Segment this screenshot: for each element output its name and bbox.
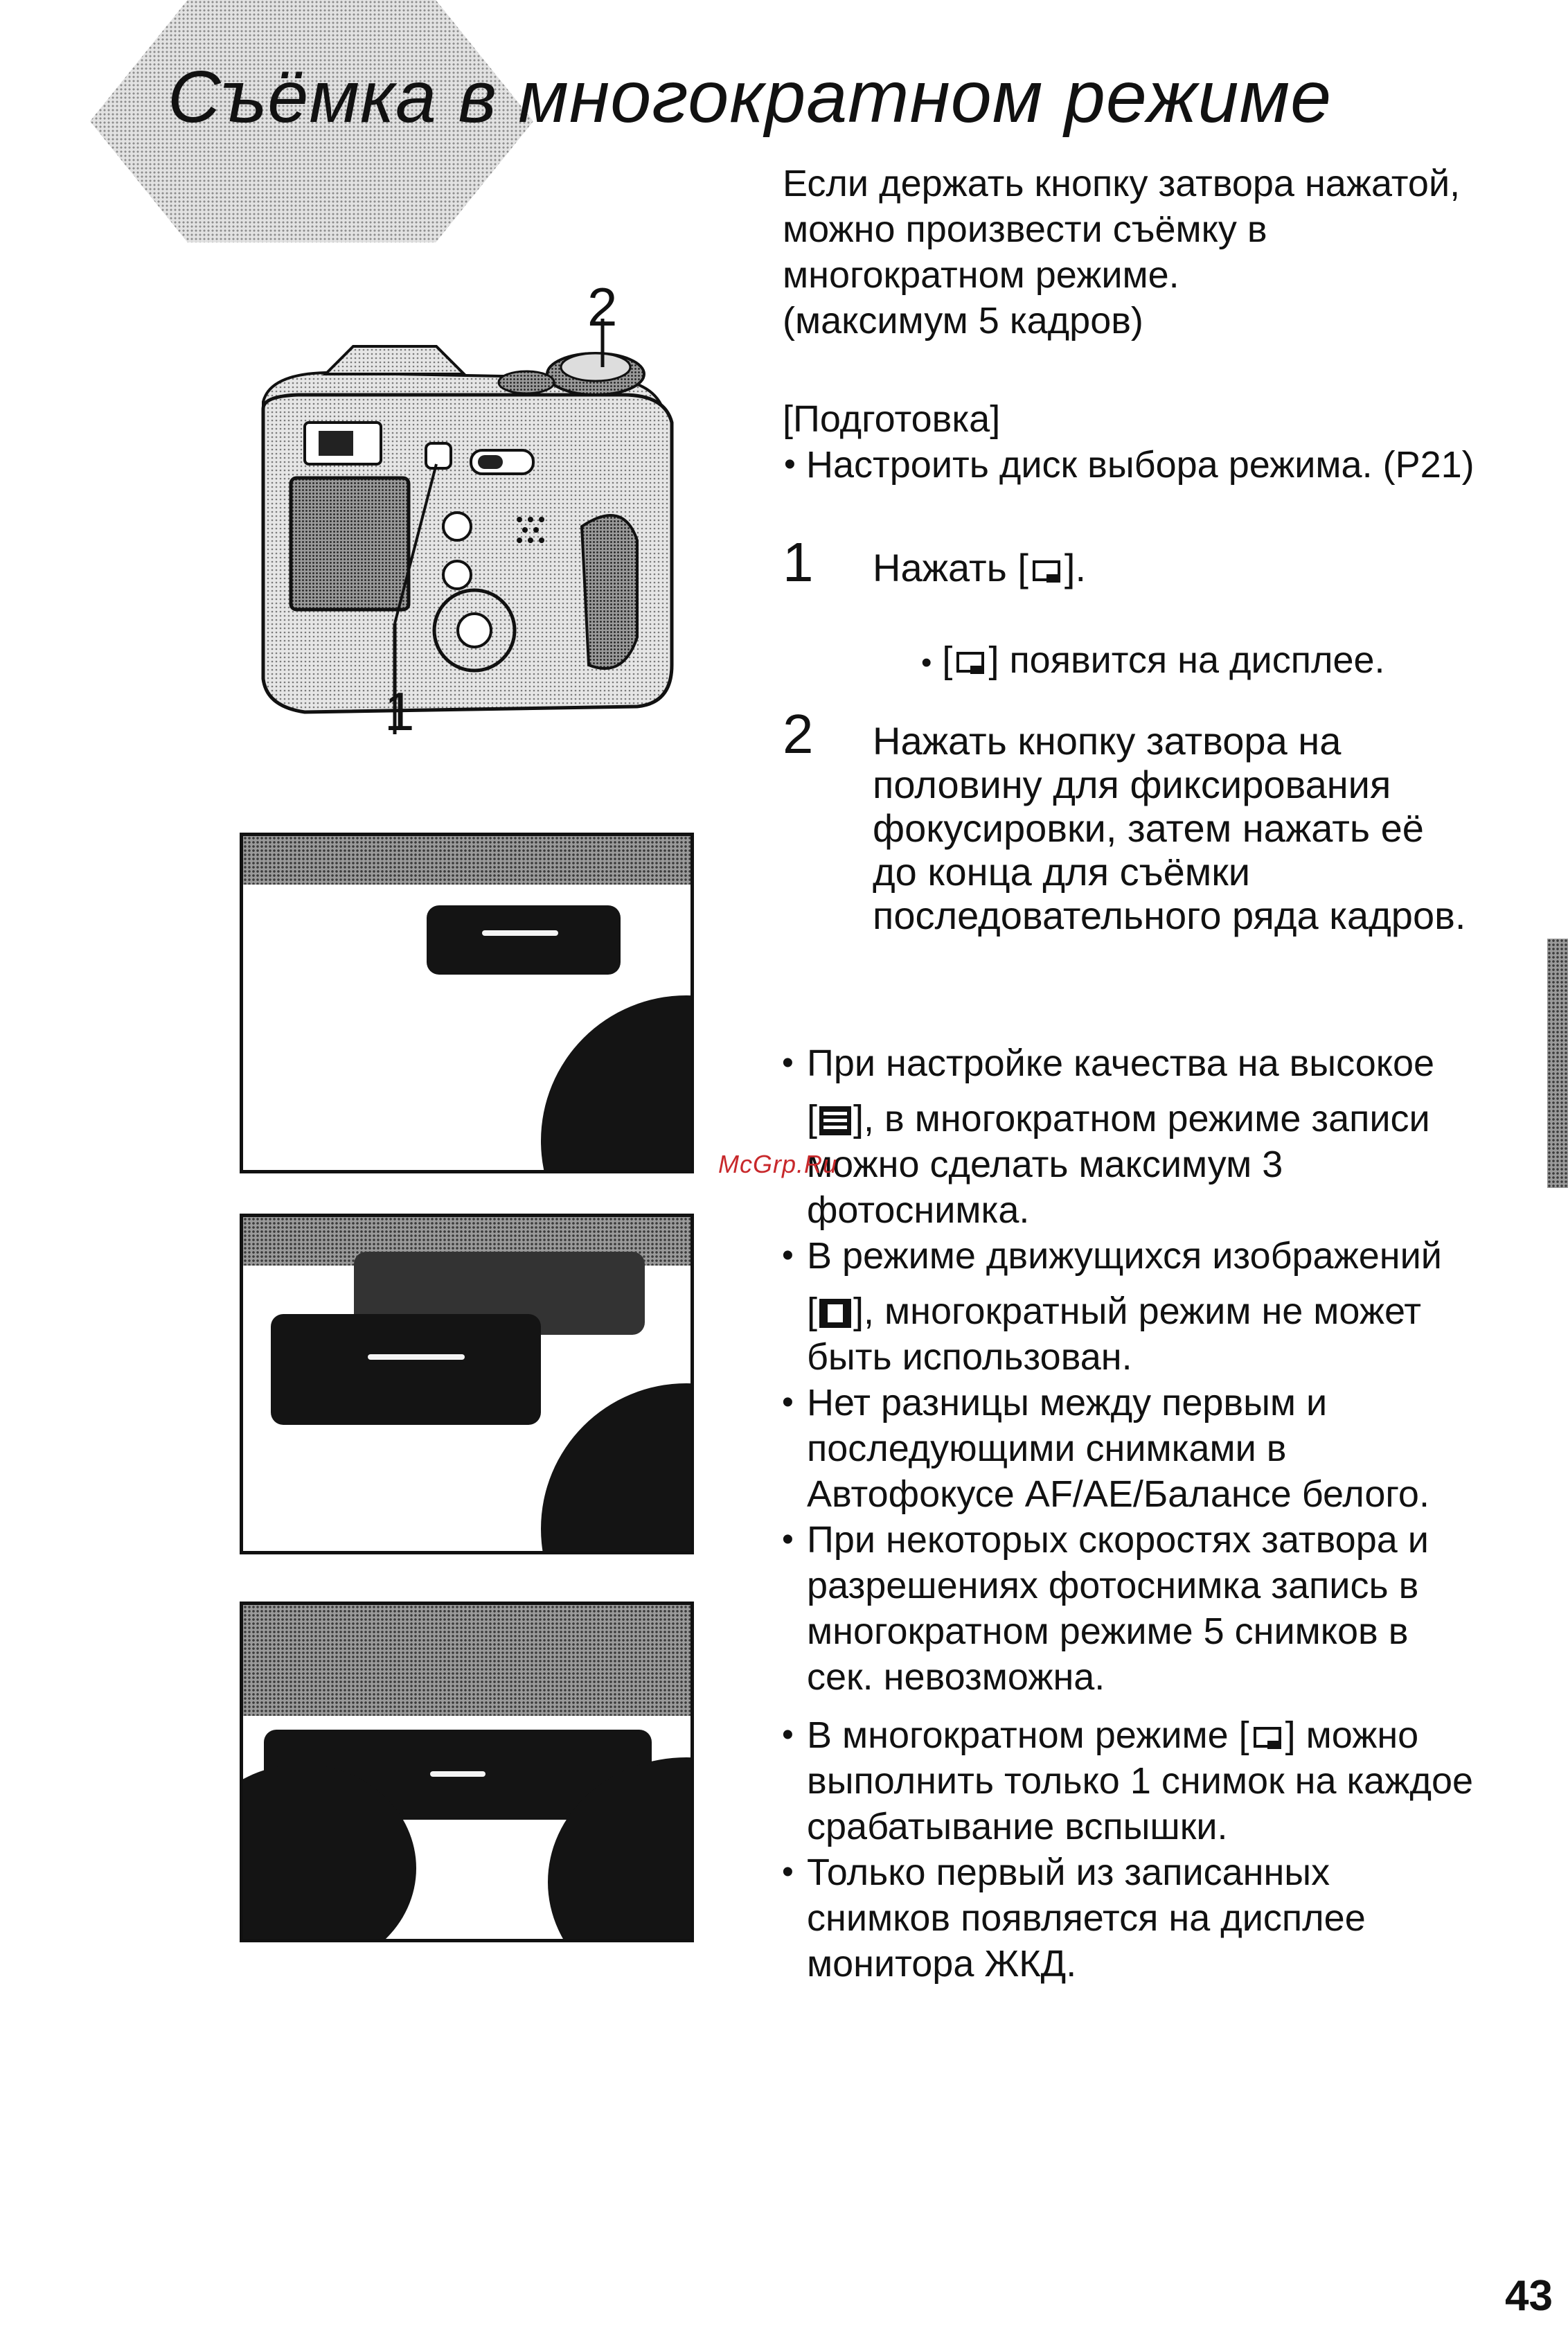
high-quality-icon — [819, 1106, 852, 1135]
step-line: последовательного ряда кадров. — [873, 894, 1466, 937]
burst-frame-3 — [240, 1602, 694, 1942]
frame-top-band — [243, 836, 691, 885]
note-item: В режиме движущихся изображений [], мног… — [779, 1233, 1541, 1380]
note-line: быть использован. — [807, 1336, 1132, 1378]
note-line: последующими снимками в — [807, 1428, 1287, 1469]
note-line: разрешениях фотоснимка запись в — [807, 1565, 1419, 1606]
note-line: При некоторых скоростях затвора и — [807, 1519, 1429, 1561]
shadow-shape — [541, 1383, 691, 1551]
note-line: монитора ЖКД. — [807, 1943, 1077, 1985]
preparation-bullet: Настроить диск выбора режима. (P21) — [781, 442, 1475, 488]
burst-mode-icon — [955, 650, 986, 675]
intro-line: (максимум 5 кадров) — [783, 300, 1143, 341]
race-car — [271, 1314, 541, 1425]
side-tab-marker — [1547, 939, 1568, 1188]
notes-section: При настройке качества на высокое [], в … — [779, 1040, 1541, 1987]
note-line: [], многократный режим не может — [807, 1290, 1421, 1332]
note-line: срабатывание вспышки. — [807, 1806, 1228, 1847]
step-line: фокусировки, затем нажать её — [873, 806, 1424, 850]
note-item: Нет разницы между первым и последующими … — [779, 1380, 1541, 1517]
notes-list: При настройке качества на высокое [], в … — [779, 1040, 1541, 1987]
race-car — [427, 905, 621, 975]
step-line: до конца для съёмки — [873, 850, 1251, 894]
note-line: многократном режиме 5 снимков в — [807, 1611, 1409, 1652]
step-line: половину для фиксирования — [873, 763, 1391, 806]
camera-drawing — [261, 319, 674, 734]
note-line: В многократном режиме [] можно — [807, 1714, 1419, 1756]
note-line: В режиме движущихся изображений — [807, 1235, 1442, 1277]
preparation-list: Настроить диск выбора режима. (P21) — [781, 442, 1475, 488]
title-hexagon-decoration — [90, 0, 533, 242]
note-item: При настройке качества на высокое [], в … — [779, 1040, 1541, 1233]
note-line: [], в многократном режиме записи — [807, 1098, 1430, 1139]
note-line: Только первый из записанных — [807, 1852, 1330, 1893]
preparation-section: [Подготовка] Настроить диск выбора режим… — [783, 396, 1475, 488]
shadow-shape — [541, 995, 691, 1170]
step-note: • [] появится на дисплее. — [921, 639, 1385, 681]
step-note-end: ] появится на дисплее. — [988, 639, 1385, 681]
note-line: При настройке качества на высокое — [807, 1043, 1435, 1084]
note-item: В многократном режиме [] можно выполнить… — [779, 1712, 1541, 1849]
note-line: можно сделать максимум 3 — [807, 1144, 1283, 1185]
note-line: снимков появляется на дисплее — [807, 1897, 1366, 1939]
callout-label-2: 2 — [587, 276, 618, 337]
note-item: Только первый из записанных снимков появ… — [779, 1849, 1541, 1987]
step-text: Нажать кнопку затвора на половину для фи… — [873, 719, 1465, 937]
note-line: выполнить только 1 снимок на каждое — [807, 1760, 1474, 1802]
note-line: сек. невозможна. — [807, 1656, 1105, 1698]
note-line: Автофокусе AF/AE/Балансе белого. — [807, 1473, 1429, 1515]
burst-mode-icon — [1252, 1726, 1283, 1750]
intro-paragraph: Если держать кнопку затвора нажатой, мож… — [783, 161, 1460, 344]
step-text-start: Нажать [ — [873, 546, 1028, 589]
frame-top-band — [243, 1605, 691, 1716]
preparation-heading: [Подготовка] — [783, 398, 1001, 440]
intro-line: многократном режиме. — [783, 254, 1179, 296]
camera-illustration: 2 1 — [249, 280, 693, 738]
callout-label-1: 1 — [384, 681, 415, 742]
step-note-start: [ — [942, 639, 953, 681]
page-number: 43 — [1505, 2272, 1553, 2320]
intro-line: можно произвести съёмку в — [783, 209, 1267, 250]
step-number: 2 — [783, 703, 814, 765]
burst-frame-2 — [240, 1214, 694, 1554]
step-text: Нажать []. — [873, 546, 1086, 589]
burst-frame-1 — [240, 833, 694, 1173]
page-title: Съёмка в многократном режиме — [168, 56, 1333, 138]
step-number: 1 — [783, 531, 814, 593]
intro-line: Если держать кнопку затвора нажатой, — [783, 163, 1461, 204]
motion-image-icon — [819, 1299, 852, 1328]
step-text-end: ]. — [1064, 546, 1087, 589]
step-line: Нажать кнопку затвора на — [873, 719, 1342, 763]
note-line: Нет разницы между первым и — [807, 1382, 1328, 1423]
note-line: фотоснимка. — [807, 1189, 1030, 1231]
watermark: McGrp.Ru — [718, 1150, 838, 1178]
note-item: При некоторых скоростях затвора и разреш… — [779, 1517, 1541, 1700]
burst-mode-icon — [1031, 559, 1062, 584]
